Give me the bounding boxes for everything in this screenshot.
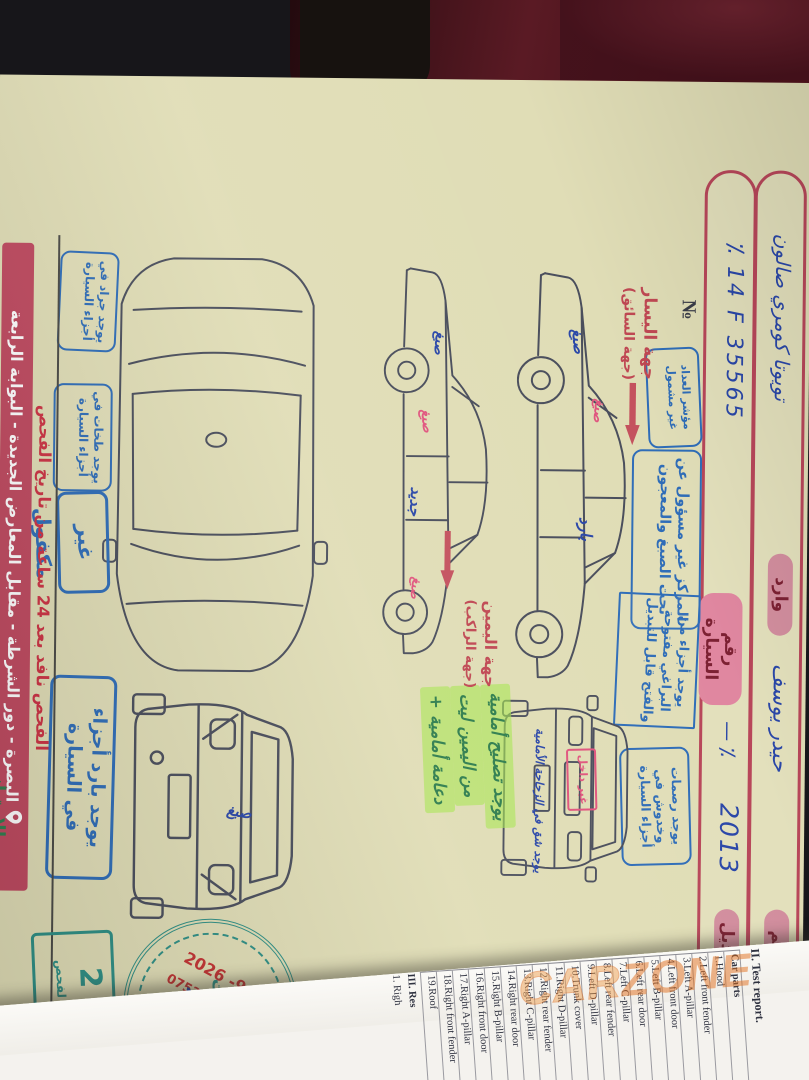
annotation-windshield-crack: يوجد شق في الزجاجة الأمامية [531, 728, 548, 874]
watermark-zone: ZONE [618, 942, 755, 1007]
vehicle-type-value: تويوتا كومري صالون [769, 233, 796, 402]
green-fragment-text: الامتياز [0, 774, 9, 838]
green-repair-note: يوجد تصليح أمامية من اليمين ليت + دعامة … [419, 683, 516, 832]
stamp-dents-line3: أجزاء السيارة [637, 765, 655, 848]
car-top-view [100, 244, 333, 682]
location-pin-icon [2, 810, 23, 824]
car-front-view [494, 692, 638, 885]
left-side-arrow-icon [624, 381, 641, 446]
model-year-value: 2013 [713, 803, 744, 875]
stamp-chips-line1: يوجد طخات في [90, 391, 106, 484]
stamp-chips: يوجد طخات في أجزاء السيارة [52, 383, 113, 492]
stamp-not-guaranteed: غير مكفول [30, 490, 111, 595]
right-side-arrow-icon [440, 529, 456, 590]
stamp-scratches: يوجد جراد في أجزاء السيارة [56, 250, 120, 353]
right-side-subtitle: (جهة الراكب) [461, 599, 479, 689]
right-side-label: جهة اليمين (جهة الراكب) [461, 599, 500, 688]
inspection-sheet: تويوتا كومري صالون وارد حيدر يوسف الاسم … [0, 74, 809, 1080]
stamp-cold-parts: يوجد بارد أجزاء في السيارة [44, 674, 118, 881]
stamp-dents-line1: يوجد رصمات [668, 766, 686, 846]
dash-mark: — ⁒ [715, 721, 741, 757]
stamp-cold-parts-line1: يوجد بارد أجزاء [84, 707, 111, 849]
annotation-paint-left2: صبغ [589, 398, 608, 424]
watermark-car: CAR [516, 954, 624, 1016]
background-seat-fold [560, 0, 809, 80]
annotation-paint-left1: صبغ [568, 327, 589, 355]
owner-name-value: حيدر يوسف [766, 663, 793, 772]
annotation-cold-left: بارد [575, 516, 597, 542]
annotation-not-included-box: غير داخل [565, 748, 598, 811]
number-symbol: № [677, 299, 700, 320]
import-label: وارد [767, 553, 794, 636]
header-row-plate: ⁒ 14 F 35565 رقم السيارة — ⁒ 2013 المودي… [696, 169, 758, 1011]
annotation-paint-right2: صبغ [417, 408, 436, 434]
green-note-line2: من اليمين ليت [449, 684, 485, 806]
validity-note: الفحص نافد بعد 24 ساعة من تاريخ الفحص [31, 404, 55, 752]
right-side-title: جهة اليمين [480, 600, 501, 688]
car-left-side-view [514, 265, 640, 686]
left-side-title: جهة اليسار [638, 287, 660, 381]
address-text: البصرة - دور الشرطة - مقابل المعارض الجد… [2, 309, 28, 803]
plate-number-value: ⁒ 14 F 35565 [720, 243, 748, 421]
annotation-paint-right3: صبغ [406, 576, 424, 600]
green-note-line1: يوجد تصليح أمامية [479, 683, 516, 830]
address-banner: البصرة - دور الشرطة - مقابل المعارض الجد… [0, 242, 35, 891]
plate-number-label: رقم السيارة [698, 592, 743, 706]
car-rear-view [121, 682, 306, 932]
annotation-paint-right1: صبغ [430, 330, 449, 356]
stamp-chips-line2: أجزاء السيارة [75, 397, 91, 477]
annotation-new-right: جديد [405, 486, 426, 517]
car-right-side-view [380, 261, 502, 662]
green-note-line3: + دعامة أمامية [419, 686, 456, 813]
